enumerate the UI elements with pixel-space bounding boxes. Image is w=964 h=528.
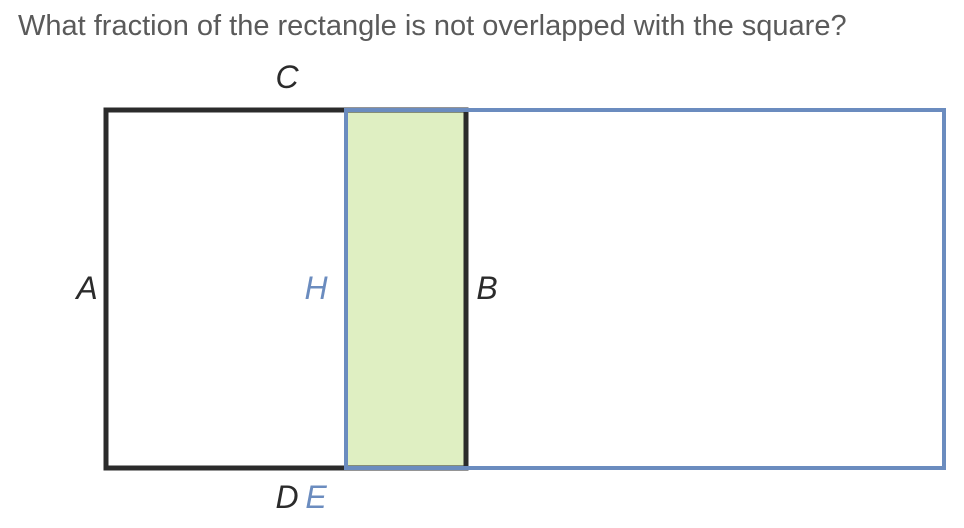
label-b: B (476, 270, 497, 306)
question-text: What fraction of the rectangle is not ov… (18, 10, 847, 42)
overlap-region (346, 110, 466, 468)
label-e: E (305, 479, 327, 515)
label-d: D (275, 479, 298, 515)
label-c: C (275, 59, 299, 95)
label-h: H (304, 270, 328, 306)
label-a: A (74, 270, 97, 306)
rectangle-outline (344, 108, 946, 470)
square-outline (103, 107, 469, 471)
